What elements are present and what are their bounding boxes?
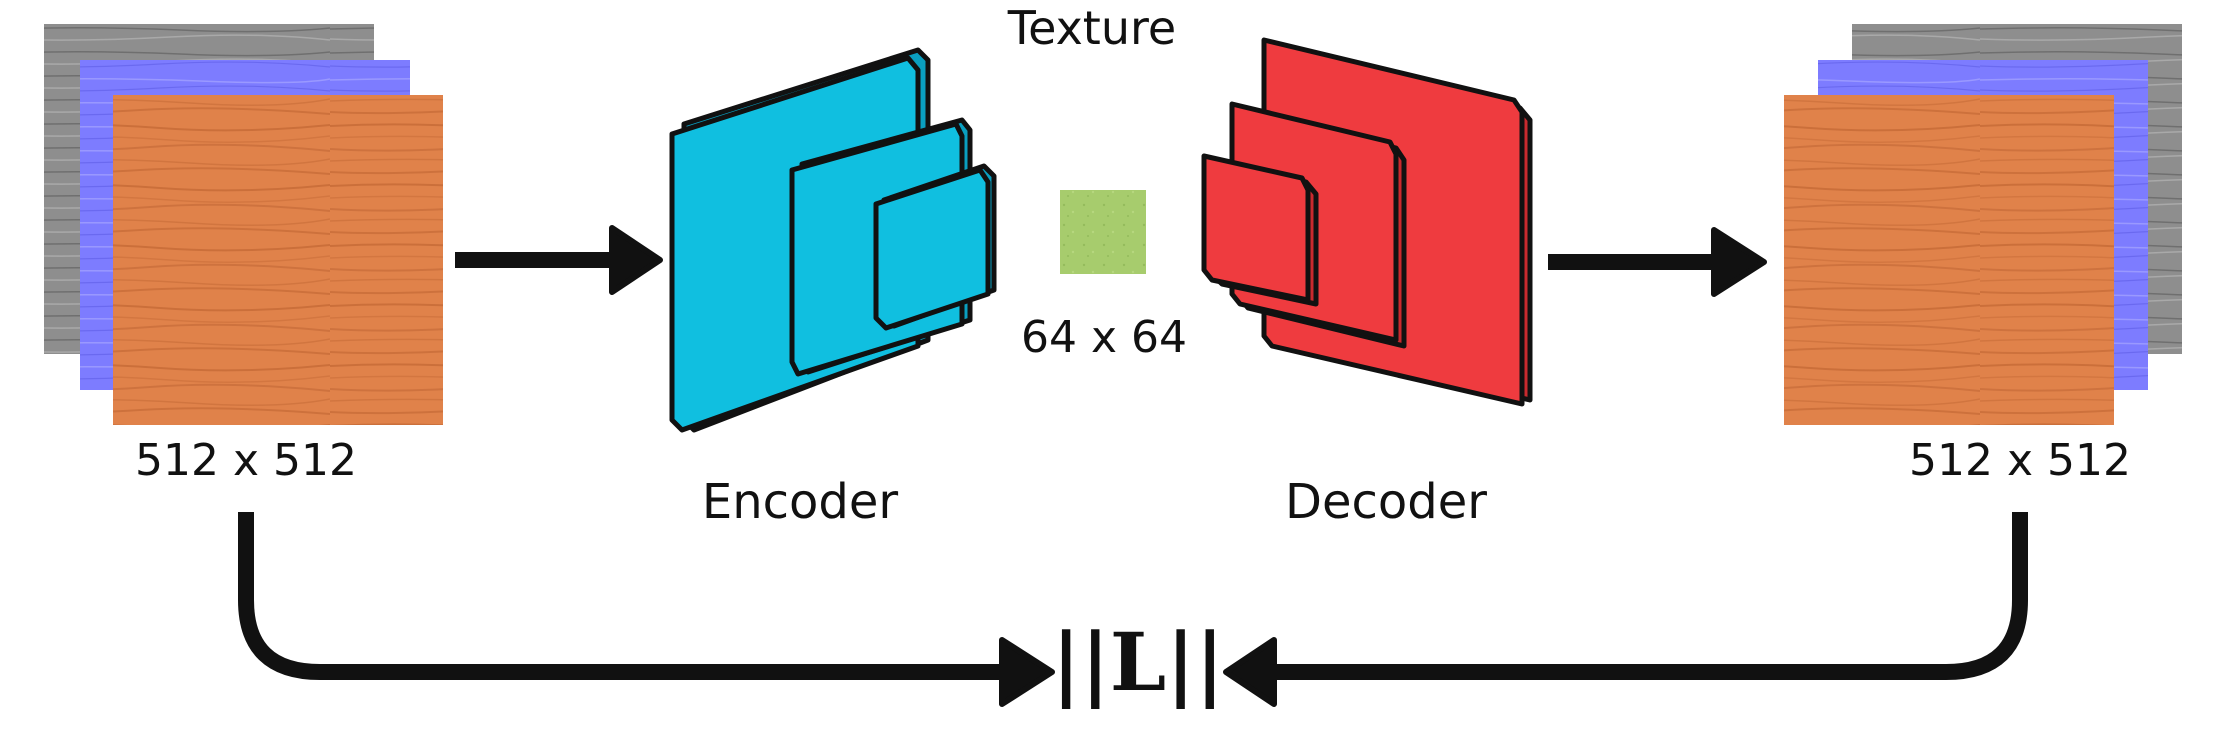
input-size-label: 512 x 512 xyxy=(135,435,357,486)
input-to-loss-arrowhead xyxy=(999,637,1055,707)
texture-label: Texture xyxy=(1007,1,1176,55)
input-wood-texture xyxy=(113,95,443,425)
latent-code-square xyxy=(1060,190,1146,274)
encoder-label: Encoder xyxy=(702,474,899,530)
loss-label: ||L|| xyxy=(1052,615,1225,710)
decoder-block xyxy=(1201,37,1533,407)
decoder-label: Decoder xyxy=(1285,474,1487,530)
encoder-block xyxy=(669,47,997,433)
latent-size-label: 64 x 64 xyxy=(1021,312,1187,363)
arrow-to-output xyxy=(1548,227,1767,297)
output-to-loss-arrowhead xyxy=(1223,637,1277,707)
output-size-label: 512 x 512 xyxy=(1909,435,2131,486)
input-texture-stack xyxy=(44,24,443,425)
output-to-loss-connector xyxy=(1266,512,2028,680)
output-texture-stack xyxy=(1784,24,2182,425)
output-wood-texture xyxy=(1784,95,2114,425)
input-to-loss-connector xyxy=(238,512,1010,680)
arrow-to-encoder xyxy=(455,225,663,295)
